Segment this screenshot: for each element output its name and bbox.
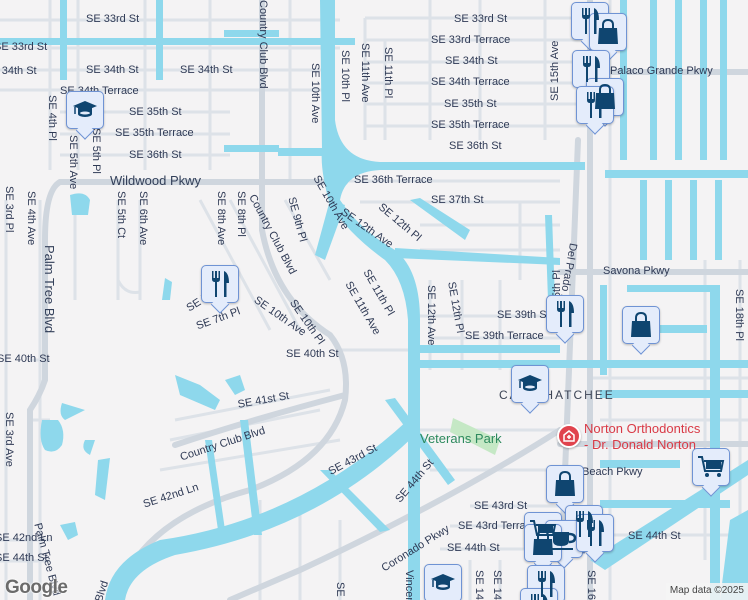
street-label: SE 8th Ave: [215, 191, 227, 246]
street-label: Savona Pkwy: [603, 265, 670, 277]
street-label: SE 34th St: [180, 64, 233, 76]
street-label: SE 33rd St: [86, 13, 140, 25]
street-label: SE 35th St: [129, 106, 182, 118]
street-label: SE 3rd Pl: [3, 186, 15, 233]
restaurant-pin[interactable]: [520, 588, 558, 600]
street-label: SE 4th Pl: [46, 95, 58, 141]
street-label: SE 34th St: [445, 55, 498, 67]
shopping-pin[interactable]: [586, 78, 624, 116]
hospital-icon[interactable]: [557, 424, 581, 448]
restaurant-icon: [587, 520, 604, 546]
park-label-veterans-park[interactable]: Veterans Park: [420, 431, 502, 446]
veterans-park-area: [450, 418, 500, 455]
map-attribution[interactable]: Map data ©2025: [665, 583, 748, 600]
street-label: SE 6th Ave: [137, 191, 149, 246]
street-label: Palm Tree Blvd: [42, 245, 57, 334]
restaurant-icon: [587, 92, 604, 118]
street-label: SE 35th St: [444, 98, 497, 110]
street-label: SE 11th Ave: [359, 43, 371, 103]
school-icon: [73, 101, 97, 117]
poi-line-1: Norton Orthodontics: [584, 421, 701, 436]
street-label: SE 43rd St: [474, 500, 528, 512]
street-label: SE 5th Pl: [90, 128, 102, 174]
poi-label-norton-orthodontics[interactable]: Norton Orthodontics - Dr. Donald Norton: [584, 421, 700, 452]
shopping-cart-icon: [698, 456, 725, 477]
street-label: SE 44th St: [628, 530, 681, 542]
shopping-pin[interactable]: [546, 465, 584, 503]
street-label: SE 40th St: [286, 348, 339, 360]
street-label: SE 10th Ave: [309, 63, 321, 124]
shopping-bag-icon: [555, 471, 575, 496]
street-label: SE 36th St: [129, 149, 182, 161]
shopping-pin[interactable]: [589, 13, 627, 51]
street-label: SE 4th Ave: [25, 191, 37, 246]
street-label: SE 33rd St: [0, 41, 48, 53]
street-label: SE 39th St: [497, 309, 550, 321]
street-label: SE 33rd Terrace: [431, 34, 511, 46]
street-label: SE 34th St: [0, 65, 37, 77]
restaurant-icon: [557, 301, 574, 327]
shopping-cart-icon: [530, 520, 557, 536]
restaurant-pin[interactable]: [201, 265, 239, 303]
street-label: SE 18th Pl: [733, 289, 745, 341]
shopping-bag-icon: [631, 312, 651, 337]
street-label: SE 5th Ct: [115, 191, 127, 239]
restaurant-icon: [212, 271, 229, 297]
street-label: Vincen: [403, 570, 415, 600]
street-label: SE 43rd Terrace: [458, 520, 538, 532]
street-label: SE 40th St: [0, 353, 50, 365]
street-label: SE 14: [491, 570, 503, 600]
street-label: SE 14: [473, 570, 485, 600]
street-label: SE 36th Terrace: [354, 174, 433, 186]
school-icon: [518, 375, 542, 391]
street-label: SE 10th Pl: [339, 50, 351, 102]
poi-line-2: - Dr. Donald Norton: [584, 436, 696, 452]
street-label: SE 42nd Ln: [0, 532, 53, 544]
street-label: SE 35th Terrace: [431, 119, 510, 131]
street-label: SE 15th Ave: [549, 40, 561, 101]
street-label: SE 44th St: [447, 542, 500, 554]
street-label: SE 36th St: [449, 140, 502, 152]
shopping-bag-icon: [533, 530, 553, 555]
street-label: SE 11th Pl: [382, 47, 394, 99]
shopping-bag-icon: [598, 19, 618, 44]
street-label: Country Club Blvd: [257, 0, 269, 89]
restaurant-pin[interactable]: [546, 295, 584, 333]
street-label: SE 44th St: [0, 552, 48, 564]
street-label: SE 39th Terrace: [465, 330, 544, 342]
restaurant-icon: [531, 594, 548, 600]
school-pin[interactable]: [424, 564, 462, 600]
street-label: SE 8th Pl: [235, 191, 247, 237]
restaurant-icon: [582, 8, 599, 34]
street-label: Palaco Grande Pkwy: [610, 65, 713, 77]
cafe-icon: [551, 532, 577, 550]
street-label: SE 1: [334, 582, 346, 600]
google-logo[interactable]: Google: [5, 577, 68, 598]
street-label: SE 34th St: [86, 64, 139, 76]
grocery-pin[interactable]: [692, 448, 730, 486]
street-label: SE 16: [585, 570, 597, 600]
street-label: SE 34th Terrace: [431, 76, 510, 88]
street-label: SE 5th Ave: [67, 135, 79, 190]
street-label: SE 37th St: [431, 194, 484, 206]
school-icon: [431, 574, 455, 590]
shopping-pin[interactable]: [622, 306, 660, 344]
street-label: SE 35th Terrace: [115, 127, 194, 139]
restaurant-icon: [583, 56, 600, 82]
street-label: SE 33rd St: [454, 13, 508, 25]
street-label: SE 3rd Ave: [3, 412, 15, 467]
street-label: SE 12th Ave: [425, 285, 437, 346]
school-pin[interactable]: [511, 365, 549, 403]
school-pin[interactable]: [66, 91, 104, 129]
street-label: Wildwood Pkwy: [110, 173, 202, 188]
restaurant-icon: [538, 571, 555, 597]
street-label: Beach Pkwy: [582, 466, 643, 478]
